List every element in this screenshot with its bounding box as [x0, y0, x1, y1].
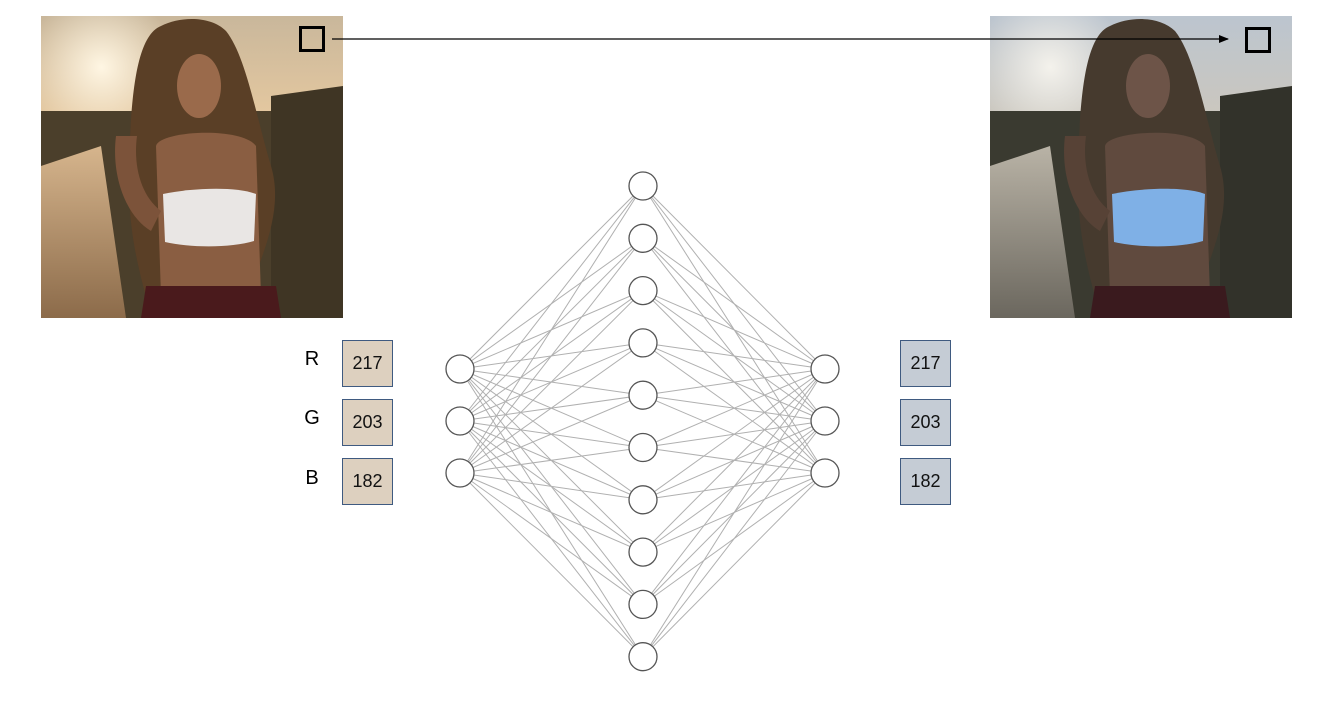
network-edge	[459, 237, 644, 474]
channel-label-b: B	[305, 467, 319, 489]
network-edge	[459, 185, 644, 474]
input-value-r: 217	[342, 340, 393, 387]
channel-label-r: R	[304, 348, 320, 370]
hidden-node-2	[628, 223, 658, 253]
input-node-3	[445, 458, 475, 488]
hidden-node-3	[628, 275, 658, 306]
network-edge	[459, 472, 644, 501]
output-node-1	[810, 354, 840, 384]
network-edge	[459, 342, 644, 474]
network-edge	[642, 185, 826, 370]
network-edge	[642, 368, 826, 553]
network-edge	[642, 472, 826, 658]
network-edge	[642, 368, 826, 605]
input-node-2	[445, 406, 475, 436]
output-node-2	[810, 406, 840, 436]
network-edge	[642, 368, 826, 448]
output-value-r: 217	[900, 340, 951, 387]
network-edge	[459, 185, 644, 370]
hidden-node-9	[628, 589, 658, 620]
network-edge	[642, 237, 826, 370]
network-edge	[642, 368, 826, 396]
input-value-g: 203	[342, 399, 393, 446]
input-photo	[41, 16, 343, 318]
network-edge	[642, 420, 826, 658]
hidden-node-6	[628, 432, 658, 463]
hidden-node-8	[628, 537, 658, 567]
input-value-b: 182	[342, 458, 393, 505]
hidden-node-5	[628, 380, 658, 410]
network-edge	[459, 394, 644, 474]
output-value-b: 182	[900, 458, 951, 505]
network-edge	[459, 472, 644, 605]
network-edge	[459, 290, 644, 474]
network-edge	[459, 185, 644, 422]
output-node-3	[810, 458, 840, 488]
channel-label-g: G	[304, 407, 320, 429]
input-node-1	[445, 354, 475, 384]
network-edge	[459, 472, 644, 658]
network-edge	[459, 447, 644, 474]
network-edge	[642, 368, 826, 501]
output-photo	[990, 16, 1292, 318]
network-edge	[642, 290, 826, 370]
network-edge	[642, 342, 826, 370]
hidden-node-7	[628, 485, 658, 515]
hidden-node-10	[628, 642, 658, 672]
pixel-selection-box-input	[299, 26, 325, 52]
output-value-g: 203	[900, 399, 951, 446]
network-edge	[642, 368, 826, 657]
hidden-node-4	[628, 328, 658, 358]
network-edge	[459, 472, 644, 553]
hidden-node-1	[628, 171, 658, 201]
pixel-selection-box-output	[1245, 27, 1271, 53]
